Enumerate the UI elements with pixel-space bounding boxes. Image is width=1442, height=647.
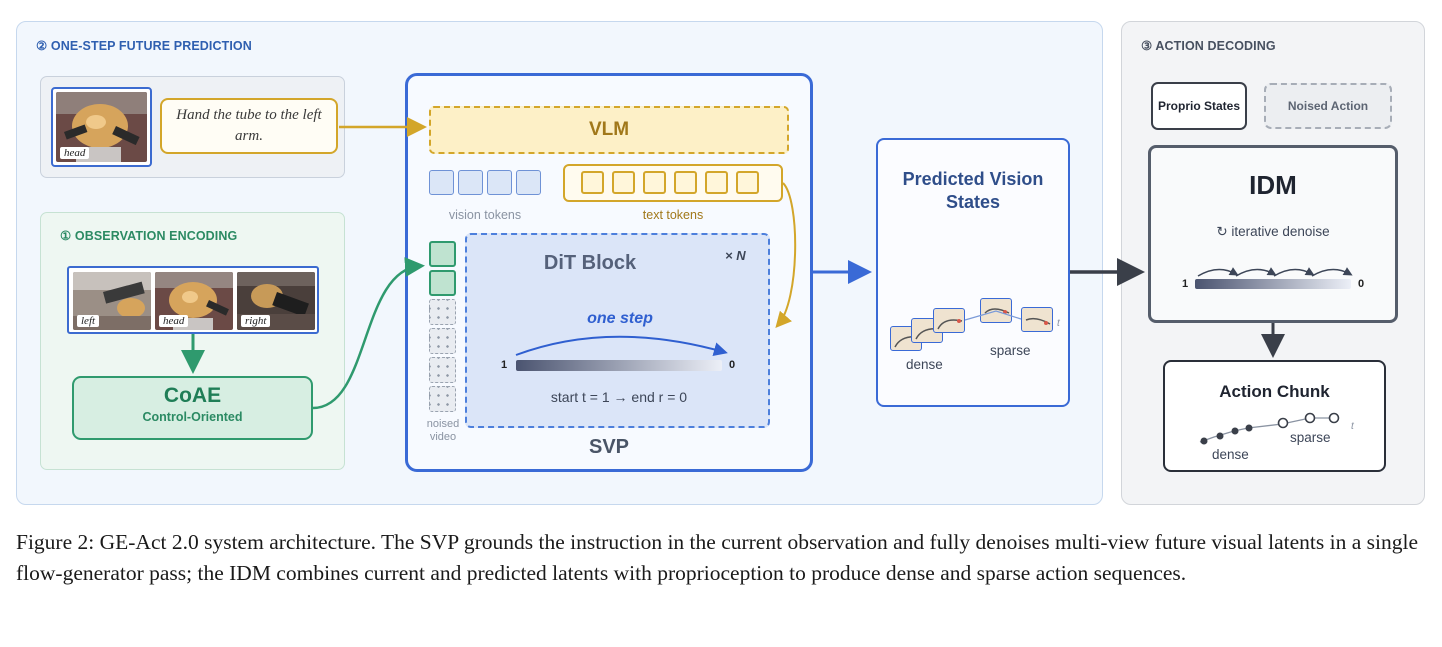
right-view-caption: right	[241, 315, 271, 327]
action-sparse-label: sparse	[1290, 430, 1331, 445]
multi-view-frame: left head right	[67, 266, 319, 334]
one-step-arc	[515, 335, 728, 357]
predicted-frame-sparse	[1021, 307, 1053, 332]
iterative-denoise-hops	[1197, 267, 1353, 277]
left-view-caption: left	[77, 315, 100, 327]
text-tokens-label: text tokens	[642, 208, 704, 222]
schedule-label: start t = 1 → end r = 0	[550, 389, 688, 405]
vision-token	[487, 170, 512, 195]
one-step-label: one step	[587, 310, 653, 327]
dit-block	[465, 233, 770, 428]
vision-token	[429, 170, 454, 195]
iterative-denoise-label: ↻ iterative denoise	[1216, 224, 1330, 239]
proprio-states: Proprio States	[1151, 82, 1247, 130]
section-title-action: ③ ACTION DECODING	[1141, 39, 1276, 53]
noised-video-label: noised video	[426, 418, 460, 443]
action-chunk	[1163, 360, 1386, 472]
coae-title: CoAE	[163, 384, 222, 407]
sparse-action-point	[1277, 417, 1289, 429]
sparse-action-point	[1328, 412, 1340, 424]
predicted-vision-states	[876, 138, 1070, 407]
svp-label: SVP	[588, 436, 630, 458]
noised-video-token	[429, 299, 456, 325]
idm-scale-bar	[1195, 279, 1351, 289]
video-latent-token	[429, 270, 456, 296]
vision-token	[516, 170, 541, 195]
vision-tokens-label: vision tokens	[448, 208, 522, 222]
head-view-obs-caption: head	[159, 315, 189, 327]
text-token	[612, 171, 635, 194]
sparse-action-point	[1304, 412, 1316, 424]
head-view-obs-image: head	[155, 272, 233, 330]
text-to-dit-arrow	[775, 182, 797, 329]
coae-encoder: CoAE Control-Oriented	[72, 376, 313, 440]
denoise-scale-bar	[516, 360, 722, 371]
dense-action-point	[1216, 432, 1224, 440]
predicted-axis-label: t	[1057, 318, 1060, 329]
predicted-dense-label: dense	[906, 357, 943, 372]
coae-subtitle: Control-Oriented	[142, 410, 243, 424]
noised-video-token	[429, 386, 456, 412]
action-chunk-title: Action Chunk	[1219, 382, 1330, 401]
right-view-image: right	[237, 272, 315, 330]
predicted-vision-title: Predicted Vision States	[902, 169, 1044, 212]
dit-repeat-label: × N	[725, 248, 746, 263]
idm-block	[1148, 145, 1398, 323]
vision-token	[458, 170, 483, 195]
dense-action-point	[1245, 424, 1253, 432]
text-token	[643, 171, 666, 194]
video-latent-token	[429, 241, 456, 267]
idm-scale-start: 1	[1182, 278, 1189, 290]
idm-scale-end: 0	[1358, 278, 1365, 290]
text-token	[674, 171, 697, 194]
instruction-text: Hand the tube to the left arm.	[160, 98, 338, 154]
noised-video-token	[429, 357, 456, 383]
head-view-image: head	[56, 92, 147, 162]
dense-action-point	[1200, 437, 1208, 445]
head-view-frame: head	[51, 87, 152, 167]
text-token	[581, 171, 604, 194]
predicted-frame-dense	[933, 308, 965, 333]
dit-block-title: DiT Block	[543, 252, 637, 274]
predicted-trajectory	[964, 310, 1022, 321]
text-token	[705, 171, 728, 194]
section-title-one-step: ② ONE-STEP FUTURE PREDICTION	[36, 39, 252, 53]
scale-start-label: 1	[501, 359, 508, 371]
noised-action: Noised Action	[1264, 83, 1392, 129]
noised-video-token	[429, 328, 456, 354]
coae-to-video-arrow	[312, 257, 425, 410]
predicted-sparse-label: sparse	[990, 343, 1031, 358]
section-title-observation: ① OBSERVATION ENCODING	[60, 229, 238, 243]
text-token	[736, 171, 759, 194]
figure-caption: Figure 2: GE-Act 2.0 system architecture…	[16, 530, 1418, 585]
idm-title: IDM	[1249, 170, 1297, 200]
vlm-block: VLM	[429, 106, 789, 154]
dense-action-point	[1231, 427, 1239, 435]
head-view-caption: head	[60, 147, 90, 159]
action-axis-label: t	[1351, 421, 1354, 432]
scale-end-label: 0	[729, 359, 736, 371]
left-view-image: left	[73, 272, 151, 330]
action-dense-label: dense	[1212, 447, 1249, 462]
